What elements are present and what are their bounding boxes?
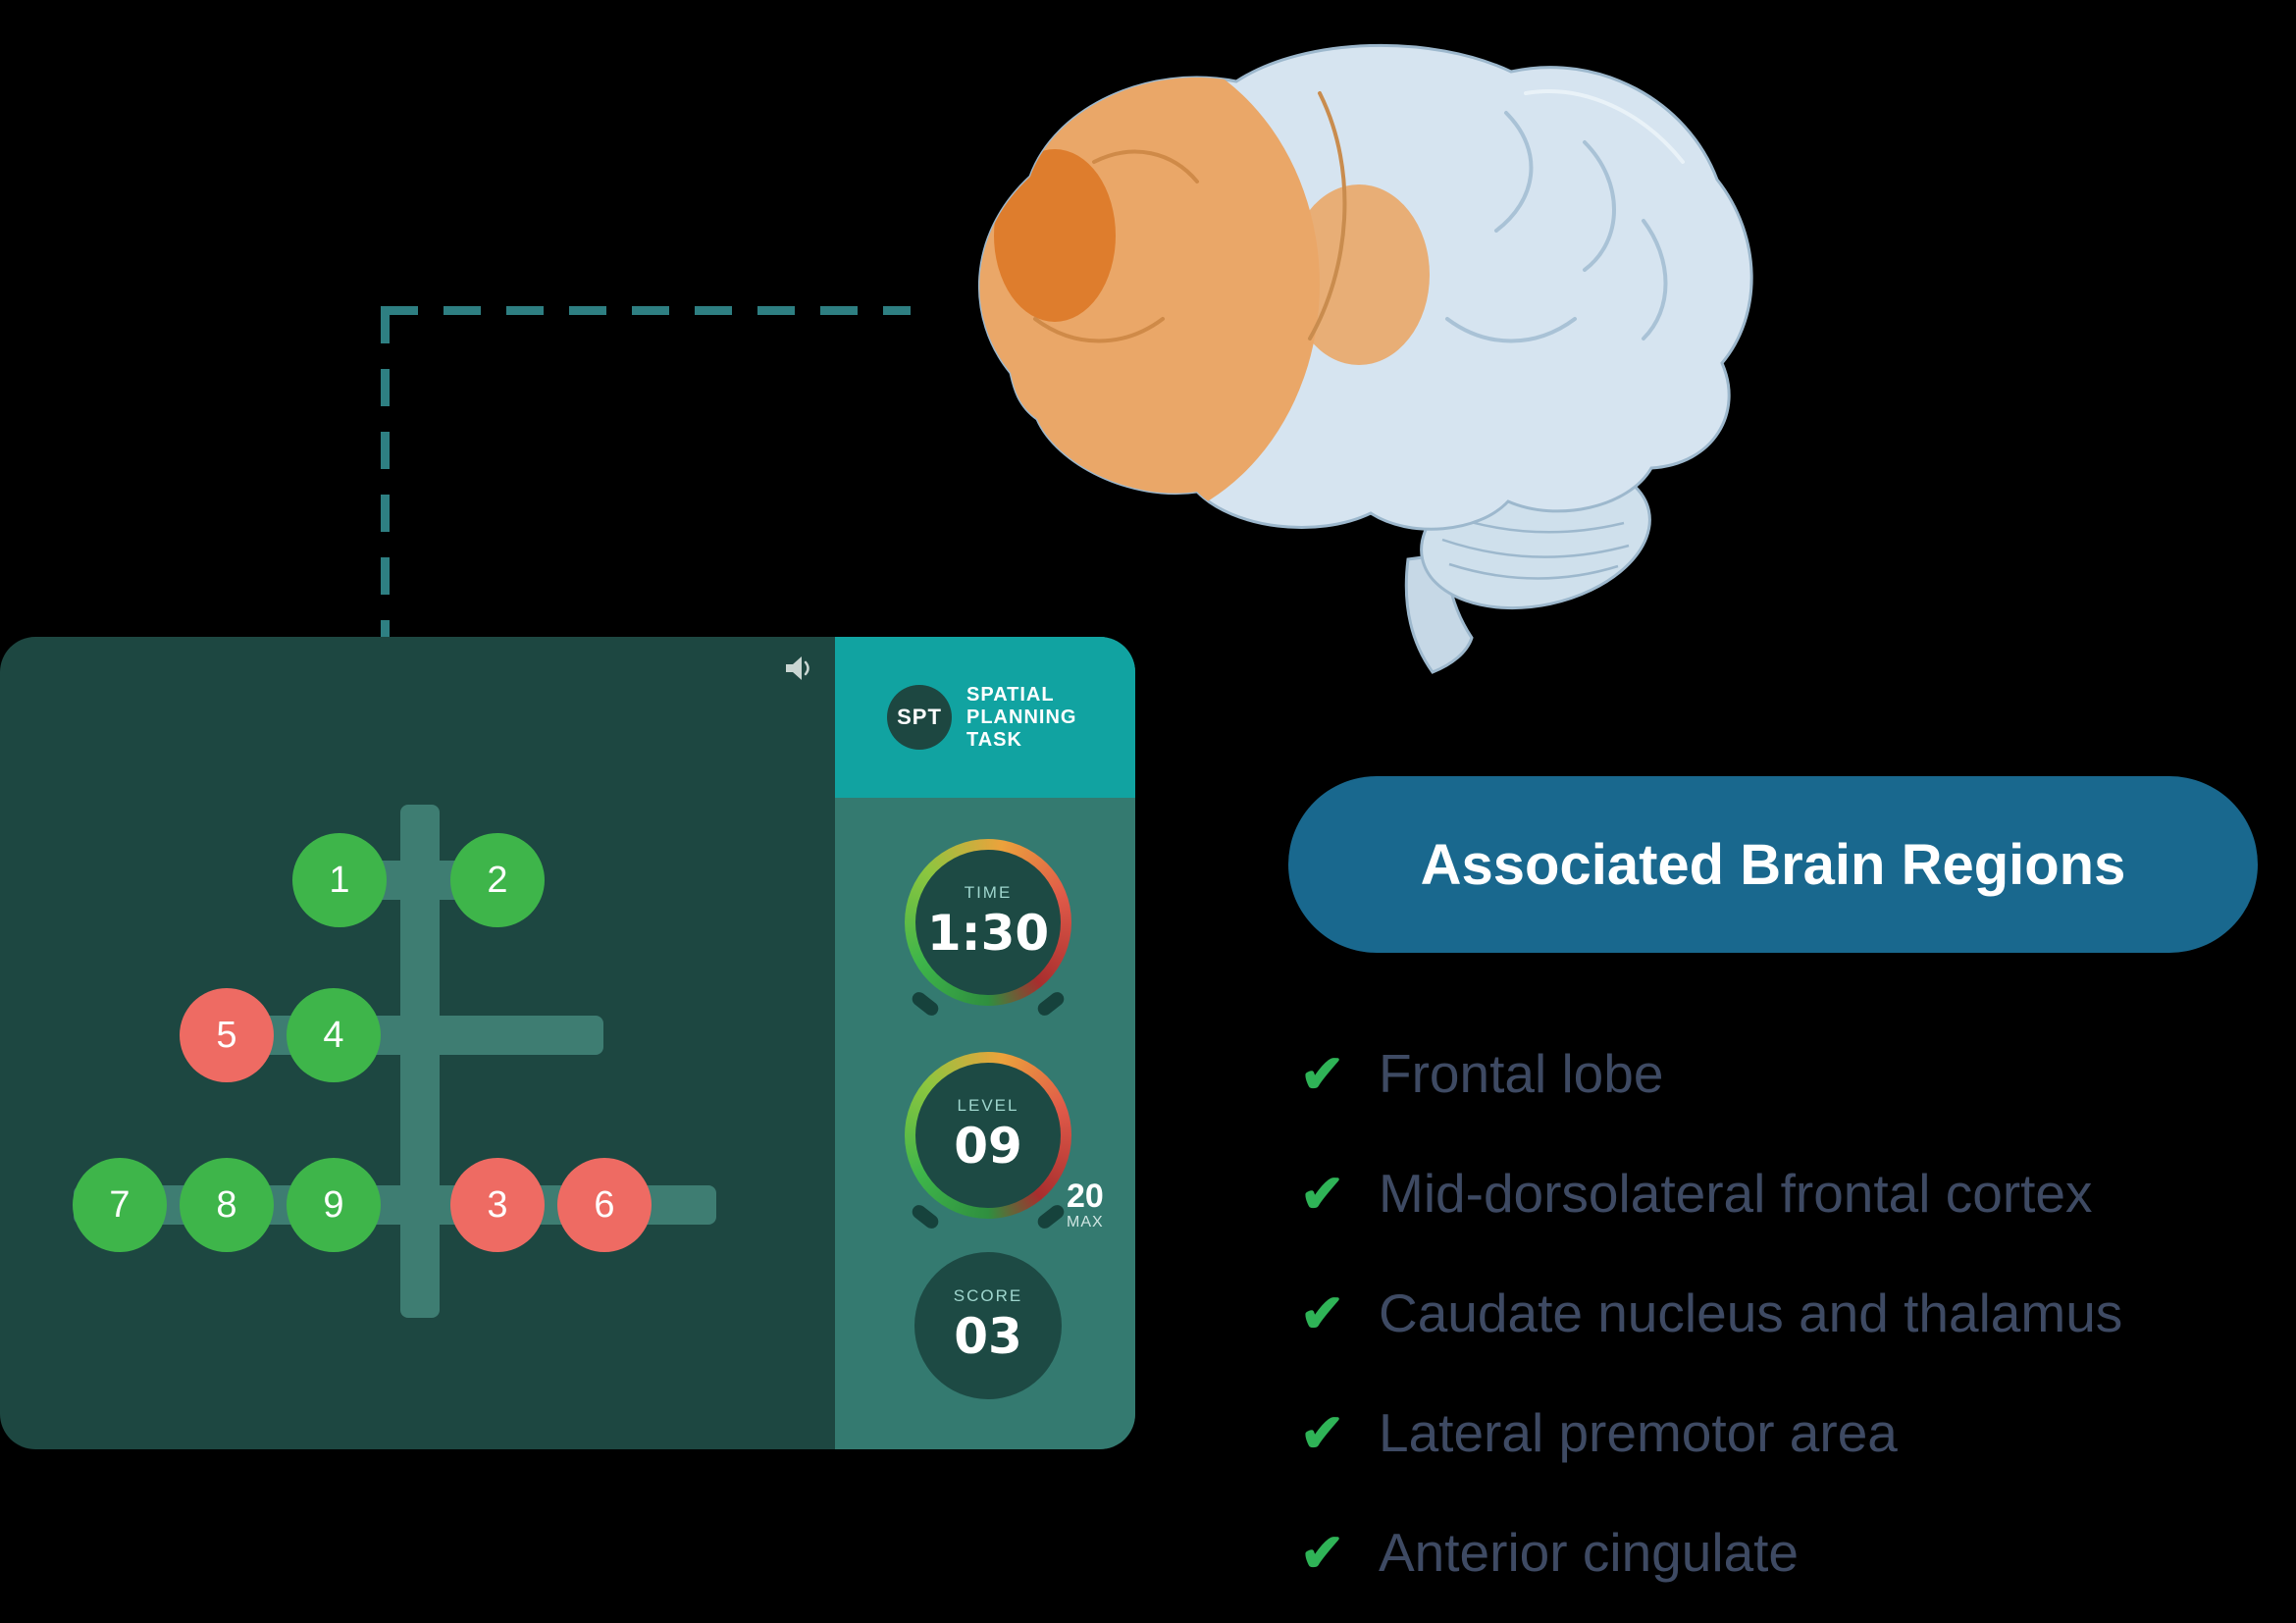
game-sidebar: SPT SPATIAL PLANNING TASK TIME 1:30 xyxy=(835,637,1135,1449)
gauge-foot xyxy=(909,989,942,1019)
region-label: Caudate nucleus and thalamus xyxy=(1379,1283,2123,1343)
game-title-line: TASK xyxy=(966,729,1022,751)
check-icon: ✔ xyxy=(1300,1403,1345,1463)
time-label: TIME xyxy=(964,883,1013,902)
check-icon: ✔ xyxy=(1300,1164,1345,1224)
ball[interactable]: 8 xyxy=(180,1158,274,1252)
ball[interactable]: 1 xyxy=(292,833,387,927)
level-gauge: LEVEL 09 xyxy=(905,1052,1071,1231)
level-label: LEVEL xyxy=(957,1096,1019,1115)
speaker-icon[interactable] xyxy=(783,653,814,684)
list-item: ✔ Caudate nucleus and thalamus xyxy=(1300,1279,2122,1347)
connector-line-horizontal xyxy=(381,306,911,315)
time-gauge: TIME 1:30 xyxy=(905,839,1071,1019)
level-value: 09 xyxy=(954,1118,1022,1175)
spt-logo: SPT xyxy=(887,685,952,750)
gauge-foot xyxy=(909,1202,942,1231)
game-title-line: PLANNING xyxy=(966,707,1077,728)
regions-list: ✔ Frontal lobe ✔ Mid-dorsolateral fronta… xyxy=(1300,1039,2122,1623)
brain-illustration xyxy=(977,43,1753,674)
check-icon: ✔ xyxy=(1300,1283,1345,1343)
region-label: Anterior cingulate xyxy=(1379,1522,1800,1583)
check-icon: ✔ xyxy=(1300,1523,1345,1583)
time-value: 1:30 xyxy=(926,905,1050,962)
score-value: 03 xyxy=(954,1308,1022,1365)
gauge-foot xyxy=(1034,1202,1068,1231)
region-label: Frontal lobe xyxy=(1379,1043,1664,1104)
game-panel: 1 2 5 4 7 8 9 3 6 SPT SPATIAL PLANNING T… xyxy=(0,637,1135,1449)
level-max-value: 20 xyxy=(1067,1178,1104,1215)
ball[interactable]: 4 xyxy=(287,988,381,1082)
ball[interactable]: 2 xyxy=(450,833,545,927)
check-icon: ✔ xyxy=(1300,1044,1345,1104)
list-item: ✔ Frontal lobe xyxy=(1300,1039,2122,1108)
regions-header: Associated Brain Regions xyxy=(1288,776,2258,953)
gauge-foot xyxy=(1034,989,1068,1019)
region-label: Mid-dorsolateral frontal cortex xyxy=(1379,1163,2093,1224)
score-display: SCORE 03 xyxy=(914,1252,1062,1399)
ball[interactable]: 3 xyxy=(450,1158,545,1252)
score-label: SCORE xyxy=(953,1286,1023,1305)
list-item: ✔ Mid-dorsolateral frontal cortex xyxy=(1300,1159,2122,1228)
ball[interactable]: 5 xyxy=(180,988,274,1082)
game-title: SPATIAL PLANNING TASK xyxy=(966,684,1076,752)
region-label: Lateral premotor area xyxy=(1379,1402,1898,1463)
gyri-lines xyxy=(1033,89,1685,343)
game-title-line: SPATIAL xyxy=(966,684,1055,706)
list-item: ✔ Anterior cingulate xyxy=(1300,1518,2122,1587)
ball[interactable]: 7 xyxy=(73,1158,167,1252)
sidebar-header: SPT SPATIAL PLANNING TASK xyxy=(835,637,1135,798)
ball[interactable]: 9 xyxy=(287,1158,381,1252)
ball[interactable]: 6 xyxy=(557,1158,652,1252)
level-max: 20 MAX xyxy=(1067,1178,1104,1231)
list-item: ✔ Lateral premotor area xyxy=(1300,1398,2122,1467)
connector-line-vertical xyxy=(381,306,390,640)
level-max-label: MAX xyxy=(1067,1214,1104,1230)
